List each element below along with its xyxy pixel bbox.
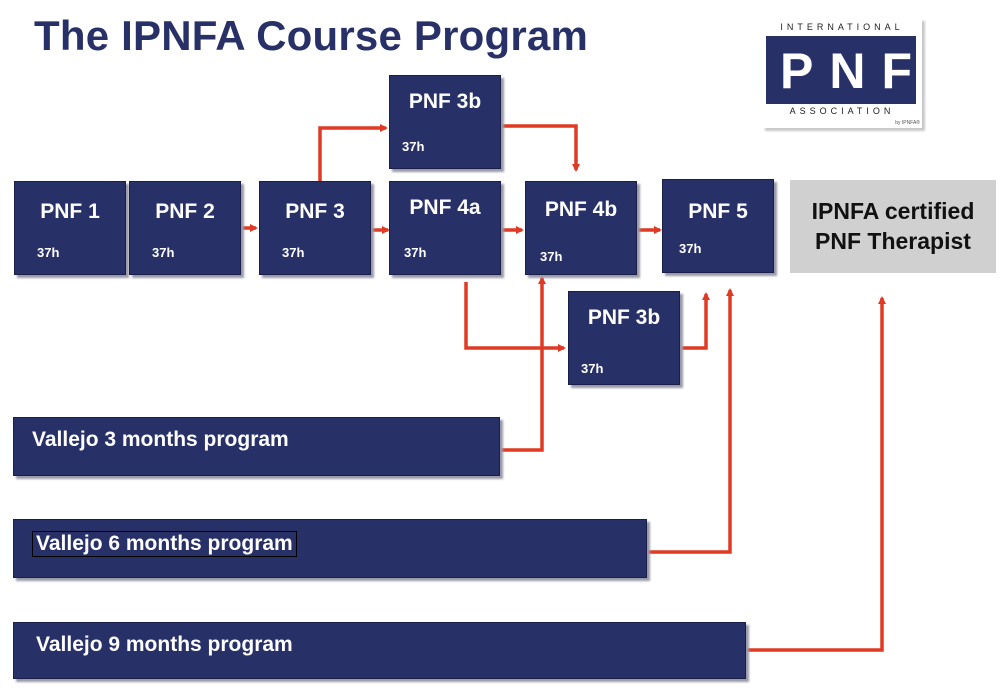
course-box-pnf3b-top: PNF 3b 37h	[389, 75, 501, 169]
course-box-pnf4b: PNF 4b 37h	[525, 181, 637, 275]
arrow-vallejo9-to-certificate	[747, 296, 886, 652]
course-label: PNF 4b	[544, 198, 618, 221]
arrow-pnf3b-bottom-to-pnf5	[682, 292, 710, 350]
logo-main-text: PNF	[780, 43, 928, 99]
arrow-pnf4a-to-pnf3b-bottom	[464, 282, 566, 352]
logo-top-text: INTERNATIONAL	[780, 22, 904, 32]
program-label: Vallejo 6 months program	[32, 531, 297, 557]
arrow-vallejo6-to-pnf5	[648, 288, 734, 554]
course-box-pnf3: PNF 3 37h	[259, 181, 371, 275]
program-label: Vallejo 3 months program	[32, 428, 289, 451]
course-label: PNF 5	[688, 200, 748, 223]
program-vallejo-9-months: Vallejo 9 months program	[13, 622, 746, 679]
logo-block: PNF	[766, 36, 916, 104]
course-label: PNF 3	[285, 200, 345, 223]
course-hours: 37h	[540, 249, 563, 264]
page-title: The IPNFA Course Program	[34, 12, 589, 59]
course-box-pnf4a: PNF 4a 37h	[389, 181, 501, 275]
program-vallejo-6-months: Vallejo 6 months program	[13, 519, 647, 578]
course-label: PNF 4a	[409, 196, 481, 219]
logo-bottom-text: ASSOCIATION	[789, 106, 895, 116]
course-box-pnf3b-bottom: PNF 3b 37h	[568, 291, 680, 385]
program-vallejo-3-months: Vallejo 3 months program	[13, 417, 500, 476]
course-hours: 37h	[679, 241, 702, 256]
certificate-line-1: IPNFA certified	[811, 198, 975, 224]
arrow-vallejo3-to-pnf4b	[500, 276, 546, 452]
course-label: PNF 3b	[587, 306, 661, 329]
course-hours: 37h	[581, 361, 604, 376]
certificate-box: IPNFA certified PNF Therapist	[790, 180, 996, 273]
course-label: PNF 2	[155, 200, 215, 223]
course-hours: 37h	[402, 139, 425, 154]
ipnfa-logo: INTERNATIONAL PNF ASSOCIATION by IPNFA®	[762, 18, 922, 128]
arrow-pnf3-to-pnf3b-top	[318, 124, 388, 182]
course-label: PNF 1	[40, 200, 100, 223]
course-box-pnf5: PNF 5 37h	[662, 179, 774, 273]
program-label: Vallejo 9 months program	[36, 633, 293, 656]
logo-by-text: by IPNFA®	[895, 120, 920, 126]
course-box-pnf2: PNF 2 37h	[129, 181, 241, 275]
course-hours: 37h	[152, 245, 175, 260]
course-hours: 37h	[282, 245, 305, 260]
course-label: PNF 3b	[408, 90, 482, 113]
certificate-line-2: PNF Therapist	[815, 228, 971, 254]
course-box-pnf1: PNF 1 37h	[14, 181, 126, 275]
arrow-pnf3b-top-to-pnf4b	[502, 124, 580, 172]
course-hours: 37h	[404, 245, 427, 260]
course-hours: 37h	[37, 245, 60, 260]
